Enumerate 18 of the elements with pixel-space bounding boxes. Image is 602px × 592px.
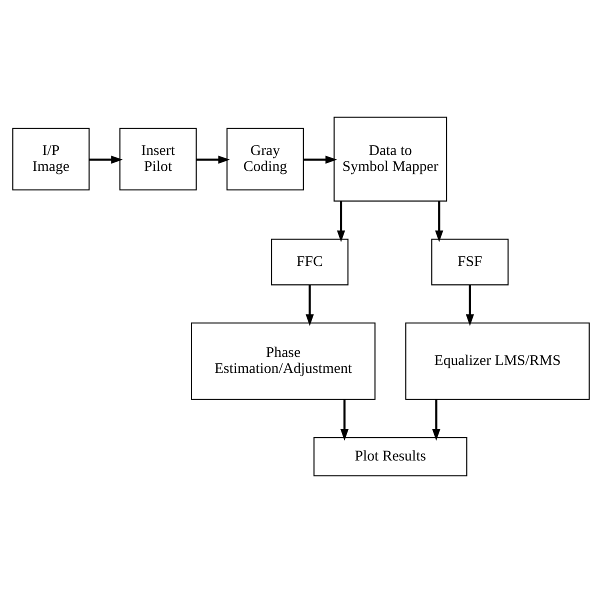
node-box: Phase Estimation/Adjustment (190, 322, 376, 400)
node-box: FFC (271, 238, 348, 285)
node-box: Equalizer LMS/RMS (405, 322, 590, 400)
node-box: Data to Symbol Mapper (334, 116, 448, 202)
arrow (196, 155, 230, 164)
node-box: Insert Pilot (119, 127, 197, 190)
arrow (306, 284, 314, 326)
arrow (89, 155, 123, 164)
arrow (303, 155, 338, 164)
arrow (466, 284, 474, 326)
node-box: FSF (431, 238, 509, 285)
arrow (435, 200, 444, 242)
arrow (336, 200, 346, 242)
arrow (340, 398, 349, 440)
arrow (432, 398, 440, 440)
node-box: I/P Image (12, 127, 90, 190)
node-box: Gray Coding (226, 127, 304, 190)
node-box: Plot Results (313, 436, 468, 476)
